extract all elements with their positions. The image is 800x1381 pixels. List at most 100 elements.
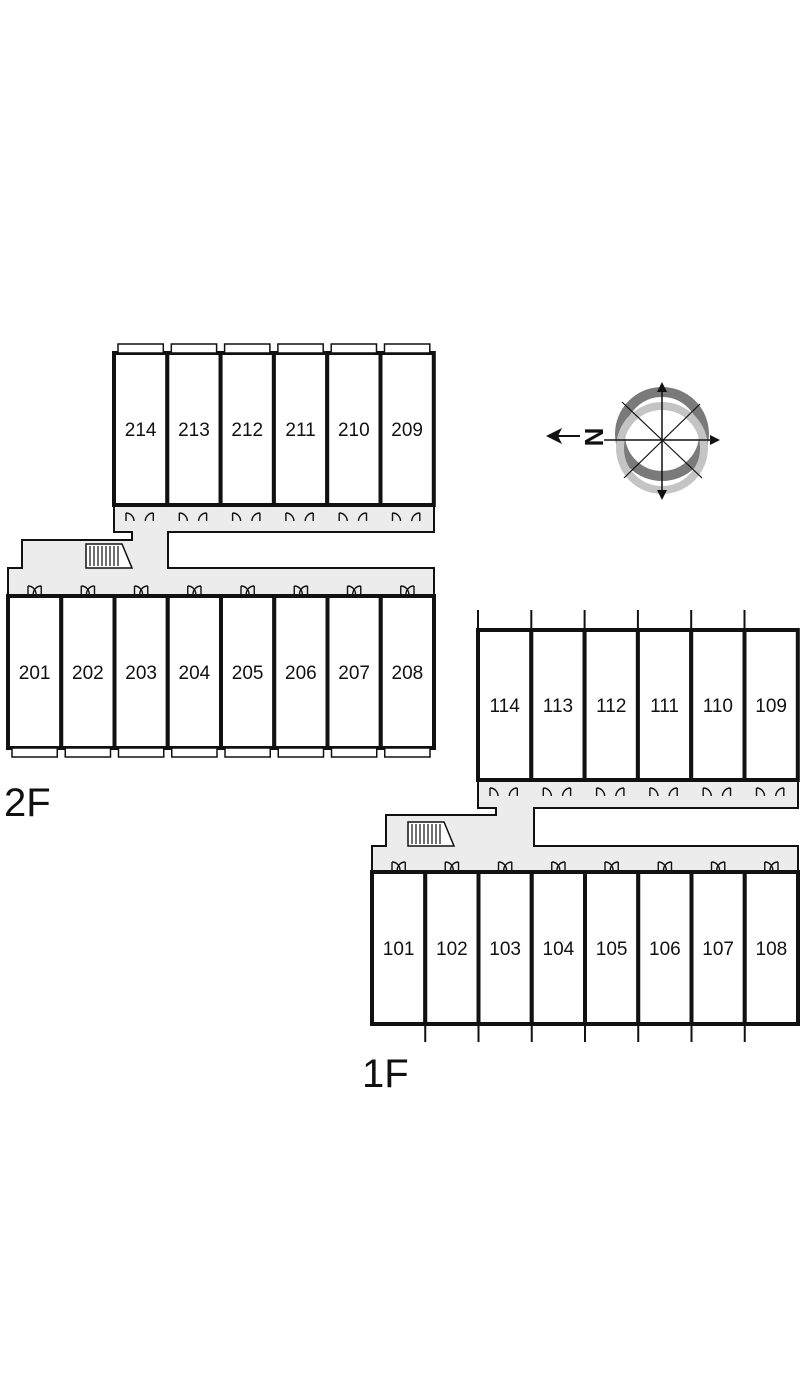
- balcony: [330, 343, 378, 354]
- door-swing-icon: [716, 861, 726, 871]
- door-swing-icon: [551, 861, 561, 871]
- unit-202: 202: [59, 585, 117, 758]
- unit-number: 204: [179, 663, 211, 684]
- balcony: [223, 343, 271, 354]
- unit-number: 213: [178, 420, 210, 441]
- unit-number: 206: [285, 663, 317, 684]
- unit-111: 111: [635, 610, 694, 797]
- balcony: [64, 747, 112, 758]
- balcony: [277, 343, 324, 354]
- unit-203: 203: [112, 585, 170, 758]
- unit-110: 110: [689, 610, 747, 797]
- door-swing-icon: [609, 861, 619, 871]
- unit-number: 108: [756, 939, 788, 960]
- compass-arrowhead: [657, 382, 667, 392]
- door-swing-icon: [32, 585, 42, 595]
- door-swing-icon: [391, 512, 402, 522]
- compass-rose-icon: N: [546, 382, 720, 500]
- unit-room: [742, 870, 800, 1026]
- unit-room: [689, 870, 747, 1026]
- unit-104: 104: [529, 861, 587, 1042]
- door-swing-icon: [304, 512, 314, 522]
- unit-room: [529, 870, 587, 1026]
- unit-room: [476, 870, 534, 1026]
- unit-number: 107: [702, 939, 734, 960]
- compass-arrowhead: [657, 490, 667, 500]
- unit-109: 109: [742, 610, 800, 797]
- balcony: [11, 747, 58, 758]
- unit-106: 106: [636, 861, 694, 1042]
- unit-number: 105: [596, 939, 628, 960]
- unit-213: 213: [165, 343, 223, 522]
- unit-102: 102: [423, 861, 481, 1042]
- unit-number: 214: [125, 420, 157, 441]
- door-swing-icon: [125, 512, 135, 522]
- balcony: [224, 747, 271, 758]
- door-swing-icon: [444, 861, 454, 871]
- unit-room: [59, 594, 117, 750]
- unit-room: [112, 351, 170, 507]
- door-swing-icon: [80, 585, 90, 595]
- door-swing-icon: [391, 861, 401, 871]
- door-swing-icon: [133, 585, 144, 595]
- unit-number: 109: [755, 696, 787, 717]
- door-swing-icon: [411, 512, 421, 522]
- unit-204: 204: [165, 585, 223, 758]
- door-swing-icon: [657, 861, 667, 871]
- door-swing-icon: [508, 787, 518, 797]
- unit-205: 205: [219, 585, 277, 758]
- unit-number: 111: [650, 696, 679, 717]
- unit-212: 212: [218, 343, 276, 522]
- door-swing-icon: [497, 861, 508, 871]
- unit-208: 208: [378, 585, 436, 758]
- unit-number: 203: [125, 663, 157, 684]
- unit-number: 110: [703, 696, 733, 717]
- unit-room: [635, 628, 694, 782]
- unit-number: 209: [391, 420, 423, 441]
- door-swing-icon: [178, 512, 188, 522]
- door-swing-icon: [231, 512, 242, 522]
- unit-room: [272, 594, 330, 750]
- door-swing-icon: [251, 512, 261, 522]
- unit-101: 101: [370, 861, 428, 1026]
- unit-room: [529, 628, 587, 782]
- unit-room: [689, 628, 747, 782]
- unit-103: 103: [476, 861, 534, 1042]
- door-swing-icon: [293, 585, 303, 595]
- door-swing-icon: [346, 585, 357, 595]
- door-swing-icon: [338, 512, 348, 522]
- door-swing-icon: [595, 787, 606, 797]
- door-swing-icon: [556, 861, 566, 871]
- unit-room: [423, 870, 481, 1026]
- unit-room: [378, 351, 436, 507]
- unit-214: 214: [112, 343, 170, 522]
- unit-number: 210: [338, 420, 370, 441]
- door-swing-icon: [649, 787, 659, 797]
- unit-room: [165, 351, 223, 507]
- unit-207: 207: [325, 585, 383, 758]
- door-swing-icon: [298, 585, 309, 595]
- floor-label-2f: 2F: [4, 781, 51, 825]
- unit-number: 208: [392, 663, 424, 684]
- compass-axis: [621, 401, 703, 479]
- unit-number: 201: [19, 663, 51, 684]
- unit-105: 105: [583, 861, 641, 1042]
- compass-arrowhead: [710, 435, 720, 445]
- balcony: [170, 343, 218, 354]
- unit-210: 210: [325, 343, 383, 522]
- balcony: [330, 747, 378, 758]
- balcony: [117, 343, 165, 354]
- door-swing-icon: [489, 787, 499, 797]
- unit-number: 106: [649, 939, 681, 960]
- door-swing-icon: [775, 787, 785, 797]
- unit-201: 201: [6, 585, 64, 758]
- door-swing-icon: [240, 585, 250, 595]
- door-swing-icon: [197, 512, 208, 522]
- unit-room: [742, 628, 800, 782]
- door-swing-icon: [357, 512, 368, 522]
- corridor: [7, 504, 435, 597]
- unit-209: 209: [378, 343, 436, 522]
- floor-label-1f: 1F: [362, 1052, 409, 1096]
